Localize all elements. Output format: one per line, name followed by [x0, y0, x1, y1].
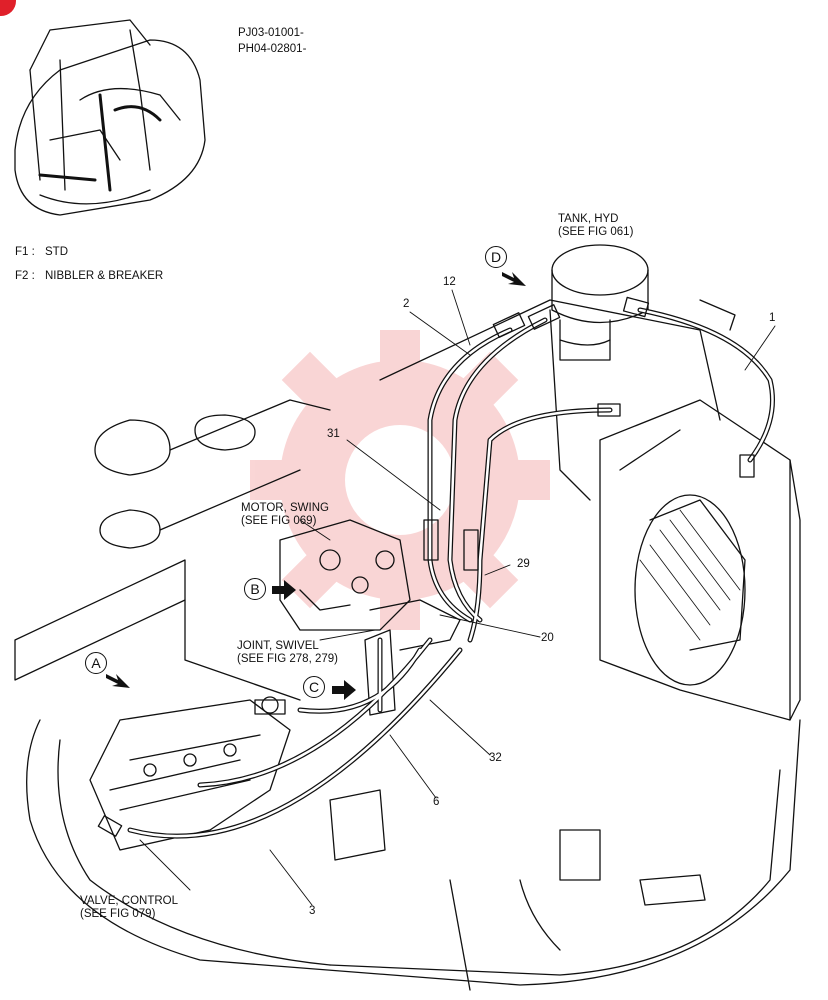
- view-arrow-d-icon: [502, 272, 526, 286]
- variant-label-f1: STD: [45, 246, 68, 258]
- variant-label-f2: NIBBLER & BREAKER: [45, 270, 164, 282]
- control-valve: [89, 696, 291, 851]
- joint-callout-name: JOINT, SWIVEL: [237, 640, 319, 652]
- swivel-joint: [364, 599, 461, 716]
- view-marker-a: A: [85, 652, 107, 674]
- view-marker-b: B: [244, 578, 266, 600]
- inset-cab-illustration: [14, 19, 206, 216]
- serial-range-start: PJ03-01001-: [238, 27, 304, 39]
- swing-motor: [279, 519, 411, 631]
- valve-callout-name: VALVE, CONTROL: [80, 895, 178, 907]
- part-number-20: 20: [541, 632, 554, 644]
- variant-code-f2: F2 :: [15, 270, 35, 282]
- part-number-3: 3: [309, 905, 316, 917]
- part-number-29: 29: [517, 558, 530, 570]
- view-arrow-c-icon: [332, 680, 356, 700]
- tank-callout-name: TANK, HYD: [558, 213, 619, 225]
- part-number-31: 31: [327, 428, 340, 440]
- view-marker-c: C: [303, 676, 325, 698]
- motor-callout-ref: (SEE FIG 069): [241, 515, 317, 527]
- view-arrow-b-icon: [272, 580, 296, 600]
- serial-range-end: PH04-02801-: [238, 43, 307, 55]
- view-marker-d: D: [485, 246, 507, 268]
- part-number-2: 2: [403, 298, 410, 310]
- part-number-12: 12: [443, 276, 456, 288]
- hose-fittings: [97, 296, 755, 837]
- upper-frame: [14, 399, 801, 991]
- part-number-6: 6: [433, 796, 440, 808]
- part-number-1: 1: [769, 312, 776, 324]
- valve-callout-ref: (SEE FIG 079): [80, 908, 156, 920]
- tank-callout-ref: (SEE FIG 061): [558, 226, 634, 238]
- view-arrow-a-icon: [106, 674, 130, 688]
- part-number-32: 32: [489, 752, 502, 764]
- oil-cooler: [599, 399, 801, 721]
- joint-callout-ref: (SEE FIG 278, 279): [237, 653, 338, 665]
- motor-callout-name: MOTOR, SWING: [241, 502, 329, 514]
- leader-lines: [139, 289, 776, 906]
- variant-code-f1: F1 :: [15, 246, 35, 258]
